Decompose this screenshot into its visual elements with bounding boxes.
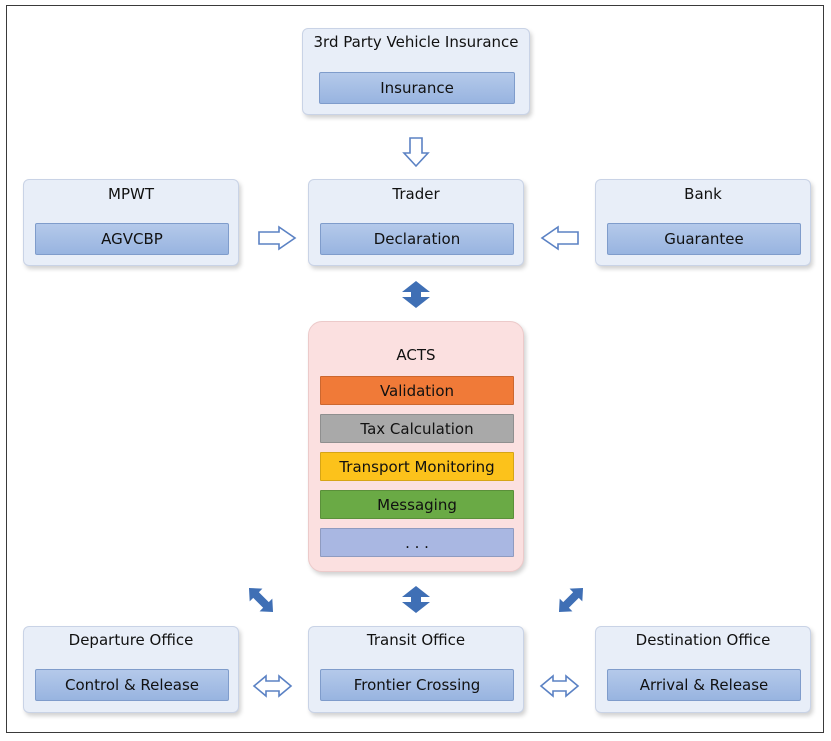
arrow-departure-transit [252, 674, 293, 698]
bank-node: Bank Guarantee [595, 179, 811, 266]
trader-title: Trader [392, 185, 440, 203]
acts-module-transport-monitoring: Transport Monitoring [320, 452, 514, 481]
arrow-acts-destination [558, 587, 584, 613]
insurance-title: 3rd Party Vehicle Insurance [313, 33, 519, 51]
arrow-transit-destination [539, 674, 580, 698]
departure-node: Departure Office Control & Release [23, 626, 239, 713]
acts-module-validation: Validation [320, 376, 514, 405]
diagram-frame [6, 5, 824, 733]
acts-module-tax-calculation: Tax Calculation [320, 414, 514, 443]
destination-node: Destination Office Arrival & Release [595, 626, 811, 713]
insurance-node: 3rd Party Vehicle Insurance Insurance [302, 28, 530, 115]
mpwt-item: AGVCBP [35, 223, 229, 255]
acts-module-messaging: Messaging [320, 490, 514, 519]
arrow-acts-transit [402, 586, 430, 613]
mpwt-node: MPWT AGVCBP [23, 179, 239, 266]
transit-node: Transit Office Frontier Crossing [308, 626, 524, 713]
acts-title: ACTS [396, 346, 436, 364]
bank-item: Guarantee [607, 223, 801, 255]
trader-item: Declaration [320, 223, 514, 255]
insurance-item: Insurance [319, 72, 515, 104]
arrow-trader-acts [402, 281, 430, 308]
arrow-acts-departure [248, 587, 274, 613]
mpwt-title: MPWT [108, 185, 154, 203]
bank-title: Bank [684, 185, 722, 203]
acts-node: ACTS Validation Tax Calculation Transpor… [308, 321, 524, 572]
transit-title: Transit Office [366, 631, 466, 649]
departure-item: Control & Release [35, 669, 229, 701]
transit-item: Frontier Crossing [320, 669, 514, 701]
trader-node: Trader Declaration [308, 179, 524, 266]
arrow-bank-to-trader [540, 225, 579, 251]
destination-title: Destination Office [635, 631, 771, 649]
arrow-insurance-to-trader [402, 137, 430, 168]
destination-item: Arrival & Release [607, 669, 801, 701]
departure-title: Departure Office [68, 631, 194, 649]
acts-module-more: . . . [320, 528, 514, 557]
arrow-mpwt-to-trader [258, 225, 297, 251]
